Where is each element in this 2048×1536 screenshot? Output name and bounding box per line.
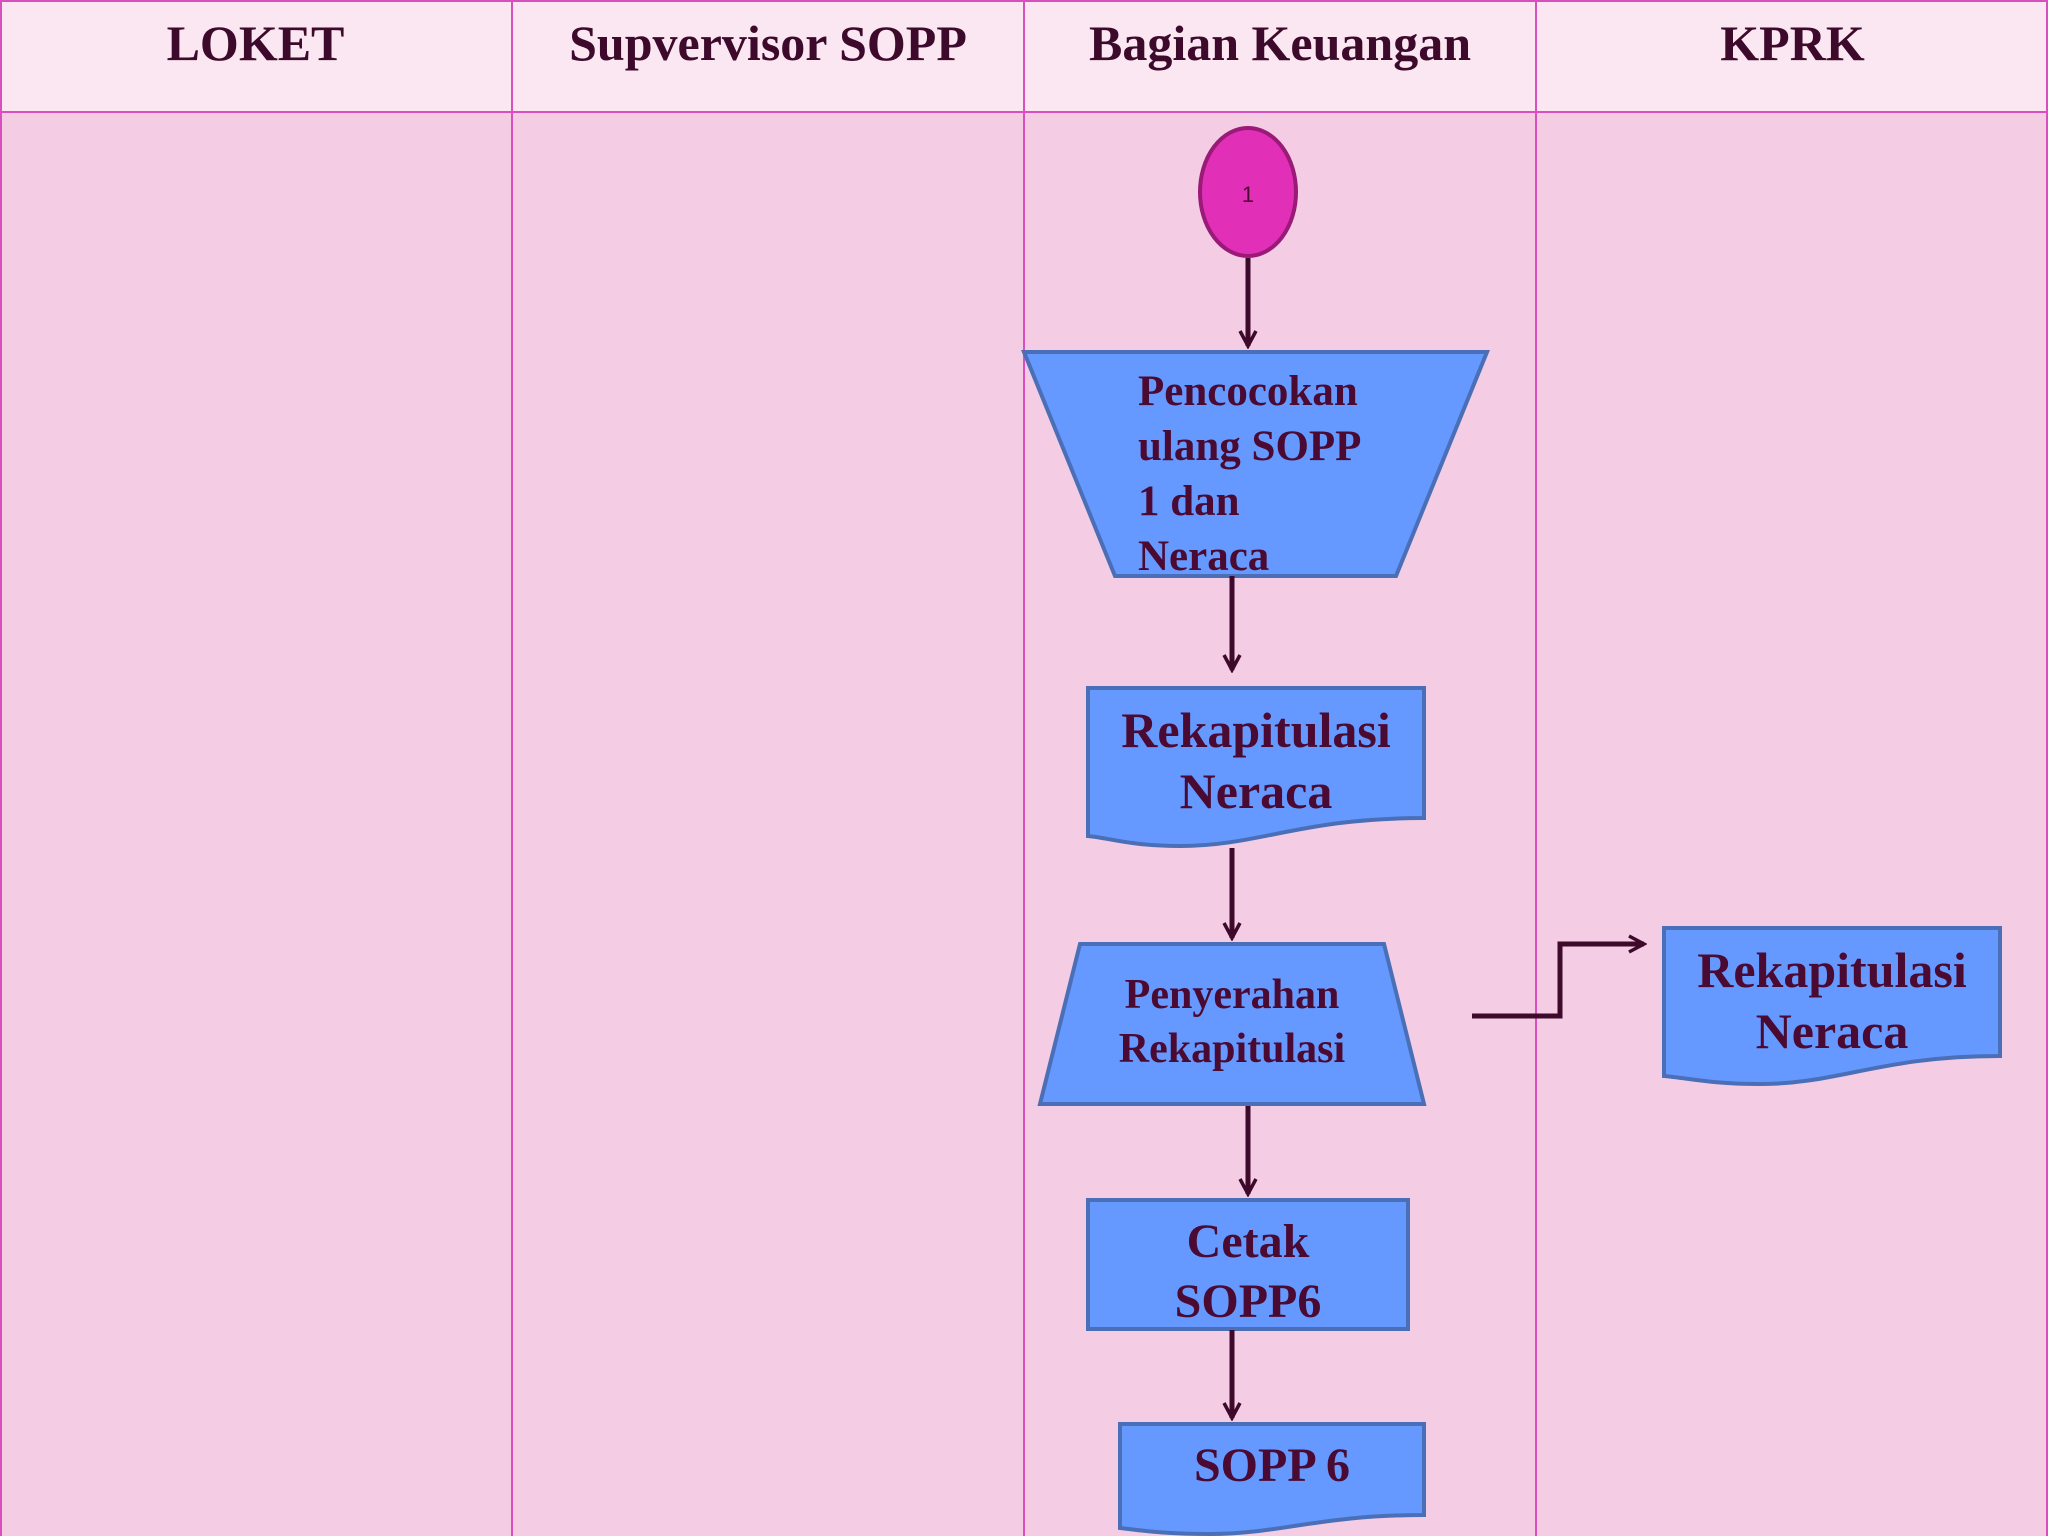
document-rekap-shape (1086, 686, 1426, 849)
connector-label: 1 (1241, 182, 1255, 207)
lane-title-loket: LOKET (166, 15, 345, 71)
lane-title-keuangan: Bagian Keuangan (1088, 15, 1472, 71)
manual-operation-line-1: Pencocokan (1138, 368, 1358, 415)
kprk-document-line-1: Rekapitulasi (1697, 942, 1967, 998)
lane-body-kprk (1537, 113, 2048, 1536)
lane-header-supervisor (513, 0, 1023, 111)
lane-header-kprk (1537, 0, 2048, 111)
kprk-document-shape (1662, 926, 2002, 1087)
process-print-shape (1086, 1198, 1410, 1331)
lane-title-kprk: KPRK (1720, 15, 1865, 71)
handoff-line-2: Rekapitulasi (1118, 1026, 1346, 1072)
lane-header-loket (0, 0, 511, 111)
document-rekap-line-2: Neraca (1179, 763, 1333, 819)
document-rekap-line-1: Rekapitulasi (1121, 702, 1391, 758)
process-print-line-1: Cetak (1186, 1215, 1310, 1268)
arrow-handoff-to-kprk (1472, 944, 1644, 1019)
document-sopp6-label: SOPP 6 (1193, 1439, 1351, 1492)
document-sopp6-shape (1118, 1422, 1426, 1536)
connector-circle (1198, 126, 1298, 258)
handoff-label: Penyerahan Rekapitulasi (1040, 968, 1424, 1076)
lane-body-supervisor (513, 113, 1023, 1536)
process-print-label: Cetak SOPP6 (1088, 1212, 1408, 1332)
lane-title-supervisor: Supvervisor SOPP (569, 15, 967, 71)
manual-operation-line-3: 1 dan (1138, 478, 1240, 525)
manual-operation-line-4: Neraca (1138, 533, 1270, 580)
handoff-shape (1037, 942, 1427, 1106)
manual-operation-label: Pencocokan ulang SOPP 1 dan Neraca (1138, 364, 1361, 584)
process-print-line-2: SOPP6 (1174, 1275, 1322, 1328)
manual-operation-line-2: ulang SOPP (1138, 423, 1362, 470)
lane-header-keuangan (1025, 0, 1535, 111)
handoff-line-1: Penyerahan (1124, 972, 1340, 1018)
document-rekap-label: Rekapitulasi Neraca (1088, 700, 1424, 822)
manual-operation-shape (1021, 350, 1490, 578)
kprk-document-line-2: Neraca (1755, 1003, 1909, 1059)
kprk-document-label: Rekapitulasi Neraca (1664, 940, 2000, 1062)
lane-body-loket (0, 113, 511, 1536)
